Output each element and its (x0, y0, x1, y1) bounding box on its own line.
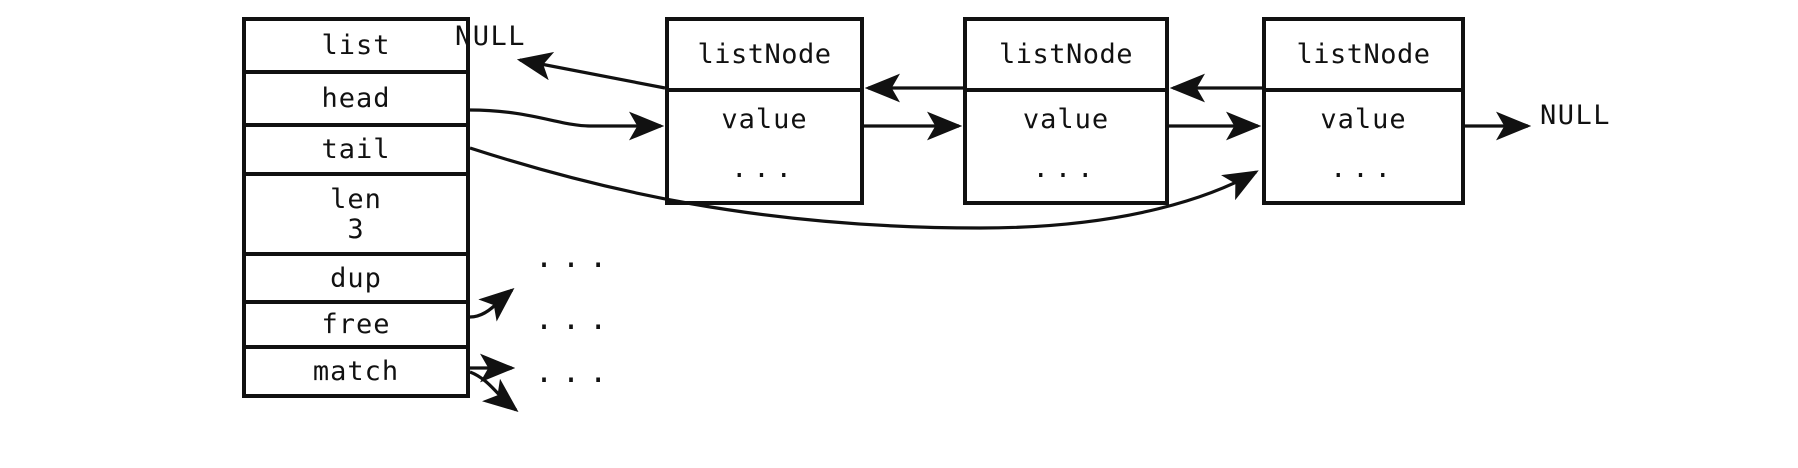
edge-dup-to-dots (469, 287, 515, 322)
list-struct-box: list head tail len 3 dup free match (242, 17, 470, 398)
edge-head-to-node1 (469, 108, 665, 141)
edge-node1-prev-null (516, 51, 666, 90)
list-node-1: listNode value ... (665, 17, 864, 205)
match-target-ellipsis: ... (535, 355, 617, 390)
list-node-type-label: listNode (669, 21, 860, 92)
struct-row-len: len 3 (246, 176, 466, 257)
dup-target-ellipsis: ... (535, 240, 617, 275)
struct-row-match: match (246, 349, 466, 394)
struct-row-head: head (246, 74, 466, 128)
struct-field-name: head (321, 82, 391, 114)
list-node-2: listNode value ... (963, 17, 1169, 205)
list-node-type-label: listNode (967, 21, 1165, 92)
edge-match-to-dots (469, 370, 519, 412)
list-node-value-label: value (1320, 104, 1407, 135)
struct-field-name: dup (330, 262, 382, 294)
null-label-left: NULL (455, 21, 527, 52)
free-target-ellipsis: ... (535, 302, 617, 337)
struct-field-value-len: 3 (347, 213, 365, 245)
list-node-value-label: value (1022, 104, 1110, 135)
list-node-ellipsis: ... (731, 153, 798, 184)
struct-field-name: len (330, 183, 382, 215)
struct-field-name: match (312, 355, 400, 387)
struct-row-tail: tail (246, 127, 466, 176)
struct-row-dup: dup (246, 256, 466, 304)
list-node-ellipsis: ... (1032, 153, 1100, 184)
list-node-3: listNode value ... (1262, 17, 1465, 205)
list-node-body: value ... (967, 92, 1165, 205)
list-node-type-label: listNode (1266, 21, 1461, 92)
list-node-body: value ... (1266, 92, 1461, 205)
struct-field-name: free (321, 308, 391, 340)
list-node-ellipsis: ... (1330, 153, 1397, 184)
struct-row-list: list (246, 21, 466, 74)
struct-row-free: free (246, 304, 466, 349)
list-node-body: value ... (669, 92, 860, 205)
null-label-right: NULL (1540, 100, 1612, 131)
list-node-value-label: value (721, 104, 808, 135)
struct-field-name: tail (321, 133, 391, 165)
struct-field-name: list (321, 29, 391, 61)
